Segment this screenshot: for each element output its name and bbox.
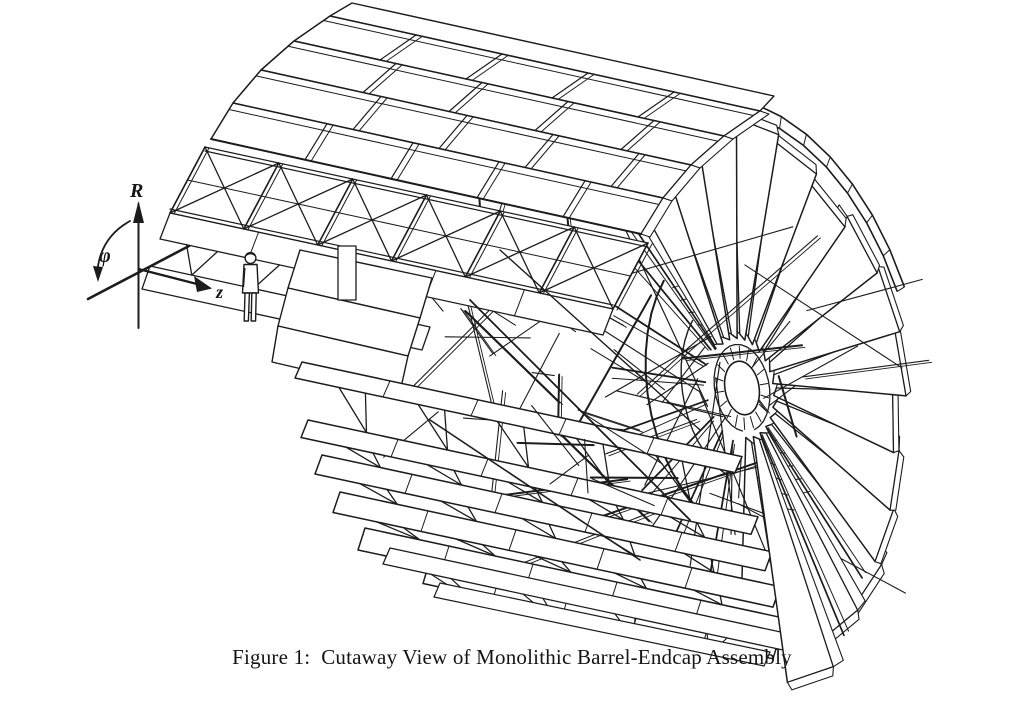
r-axis-arrowhead: [133, 201, 144, 223]
human-figure-icon: [241, 251, 260, 322]
human-torso: [241, 263, 260, 294]
foreground-details: [429, 249, 866, 691]
phi-axis-label: φ: [99, 245, 111, 267]
axis-legend: R φ z: [86, 180, 223, 329]
z-axis-label: z: [215, 282, 223, 302]
human-arm: [243, 267, 246, 288]
human-head: [244, 251, 257, 265]
phi-arc: [96, 220, 131, 271]
barrel-cutaway-panels: [141, 2, 791, 667]
human-leg-left: [243, 292, 251, 322]
figure-caption: Figure 1: Cutaway View of Monolithic Bar…: [232, 645, 792, 669]
x-axis-line: [86, 244, 191, 301]
human-leg-right: [250, 292, 257, 322]
barrel-endcap-assembly: [141, 2, 933, 691]
r-axis-label: R: [129, 180, 143, 202]
human-cap: [245, 253, 256, 257]
z-axis-line: [137, 267, 199, 286]
phi-arrowhead: [93, 266, 103, 282]
z-axis-arrowhead: [194, 276, 212, 292]
